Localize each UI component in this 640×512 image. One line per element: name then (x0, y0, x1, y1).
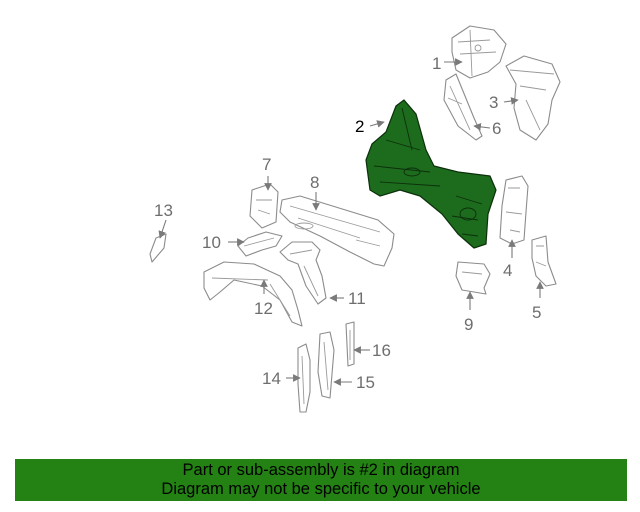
callout-8: 8 (310, 173, 319, 192)
part-7-shape (249, 183, 279, 229)
parts-diagram: 1 2 3 4 5 6 7 8 9 10 11 12 13 14 15 16 (149, 25, 561, 413)
part-15-shape (317, 331, 335, 399)
part-13-shape (149, 233, 167, 263)
callout-4: 4 (503, 261, 512, 280)
part-14-shape (297, 343, 311, 413)
part-6-shape (443, 73, 483, 141)
info-banner: Part or sub-assembly is #2 in diagram Di… (15, 459, 627, 501)
callout-10: 10 (202, 233, 221, 252)
callout-14: 14 (262, 369, 281, 388)
banner-line-2: Diagram may not be specific to your vehi… (161, 480, 481, 498)
callout-12: 12 (254, 299, 273, 318)
callout-15: 15 (356, 373, 375, 392)
part-10-shape (237, 231, 283, 257)
part-8-shape (279, 195, 395, 267)
banner-line-1: Part or sub-assembly is #2 in diagram (182, 461, 460, 479)
part-2-highlighted-shape (365, 99, 497, 249)
part-3-shape (505, 55, 561, 141)
callout-2: 2 (355, 117, 364, 136)
callout-1: 1 (432, 54, 441, 73)
callout-9: 9 (464, 315, 473, 334)
part-9-shape (455, 261, 491, 295)
leader-lines (158, 58, 544, 386)
part-4-shape (499, 175, 529, 245)
callout-3: 3 (489, 93, 498, 112)
callout-16: 16 (372, 341, 391, 360)
part-1-shape (451, 25, 507, 79)
callout-7: 7 (262, 155, 271, 174)
part-16-shape (345, 321, 355, 367)
callout-13: 13 (154, 201, 173, 220)
callout-11: 11 (348, 289, 366, 308)
callout-labels: 1 2 3 4 5 6 7 8 9 10 11 12 13 14 15 16 (154, 54, 541, 392)
callout-6: 6 (492, 119, 501, 138)
part-11-shape (279, 241, 327, 305)
part-12-shape (203, 261, 303, 327)
part-5-shape (531, 235, 557, 287)
callout-5: 5 (532, 303, 541, 322)
